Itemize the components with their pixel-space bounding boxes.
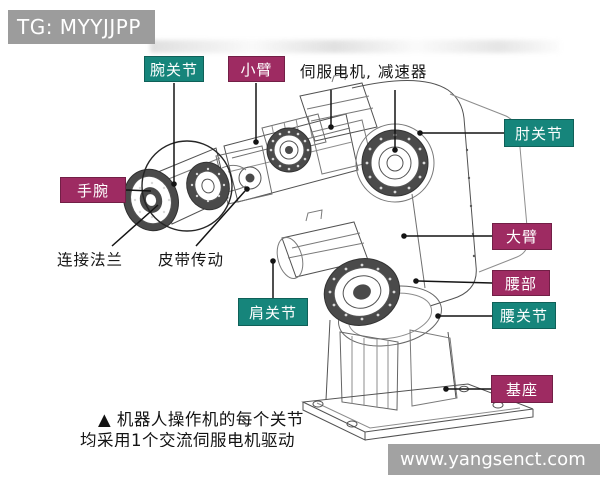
label-waist-joint: 腰关节 bbox=[492, 302, 556, 329]
figure-caption-line2: 均采用1个交流伺服电机驱动 bbox=[80, 431, 295, 447]
label-shoulder-joint: 肩关节 bbox=[238, 298, 308, 326]
figure-caption-line1: ▲ 机器人操作机的每个关节 bbox=[98, 410, 304, 429]
tag-bar: TG: MYYJJPP bbox=[8, 10, 155, 44]
label-wrist: 手腕 bbox=[60, 177, 126, 203]
label-connecting-flange: 连接法兰 bbox=[57, 251, 124, 269]
label-upper-arm: 大臂 bbox=[492, 223, 552, 250]
robot-wireframe bbox=[123, 73, 534, 441]
wrist-highlight-circle bbox=[141, 140, 233, 232]
ghost-watermark-band bbox=[150, 40, 560, 53]
label-servo-motor-reducer: 伺服电机, 减速器 bbox=[300, 63, 428, 81]
label-elbow-joint: 肘关节 bbox=[504, 119, 574, 147]
label-base: 基座 bbox=[491, 375, 553, 403]
watermark-bar: www.yangsenct.com bbox=[388, 444, 600, 475]
watermark-url: www.yangsenct.com bbox=[400, 449, 586, 470]
leader-lines bbox=[111, 83, 504, 392]
label-waist: 腰部 bbox=[492, 270, 550, 296]
label-wrist-joint: 腕关节 bbox=[144, 56, 204, 82]
tag-bar-label: TG: MYYJJPP bbox=[17, 15, 141, 39]
label-belt-drive: 皮带传动 bbox=[158, 251, 225, 269]
label-forearm: 小臂 bbox=[228, 56, 285, 82]
